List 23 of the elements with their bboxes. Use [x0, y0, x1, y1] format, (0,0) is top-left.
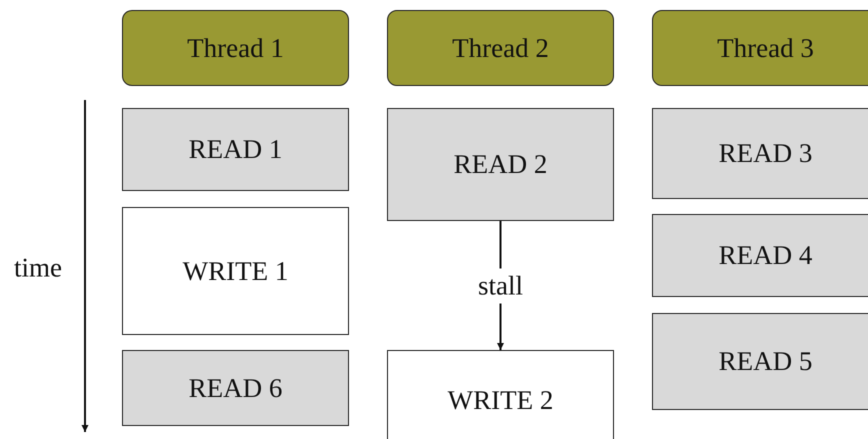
operation-box [122, 108, 349, 191]
axis-label: time [14, 252, 62, 284]
operation-box [652, 108, 868, 199]
operation-box [387, 350, 614, 439]
operation-box [652, 214, 868, 297]
operation-box [122, 207, 349, 335]
node-label: READ 1 [188, 134, 282, 165]
node-label: READ 4 [718, 240, 812, 271]
node-label: READ 3 [718, 138, 812, 169]
thread-header-box [652, 10, 868, 86]
operation-box [122, 350, 349, 426]
node-label: Thread 3 [717, 32, 814, 64]
node-label: READ 5 [718, 346, 812, 377]
thread-header-box [387, 10, 614, 86]
node-label: Thread 1 [187, 32, 284, 64]
operation-box [652, 313, 868, 410]
node-label: Thread 2 [452, 32, 549, 64]
thread-header-box [122, 10, 349, 86]
operation-box [387, 108, 614, 221]
node-label: WRITE 2 [448, 384, 554, 416]
node-label: READ 2 [454, 149, 548, 180]
node-label: WRITE 1 [182, 256, 288, 286]
node-label: READ 6 [188, 372, 282, 404]
